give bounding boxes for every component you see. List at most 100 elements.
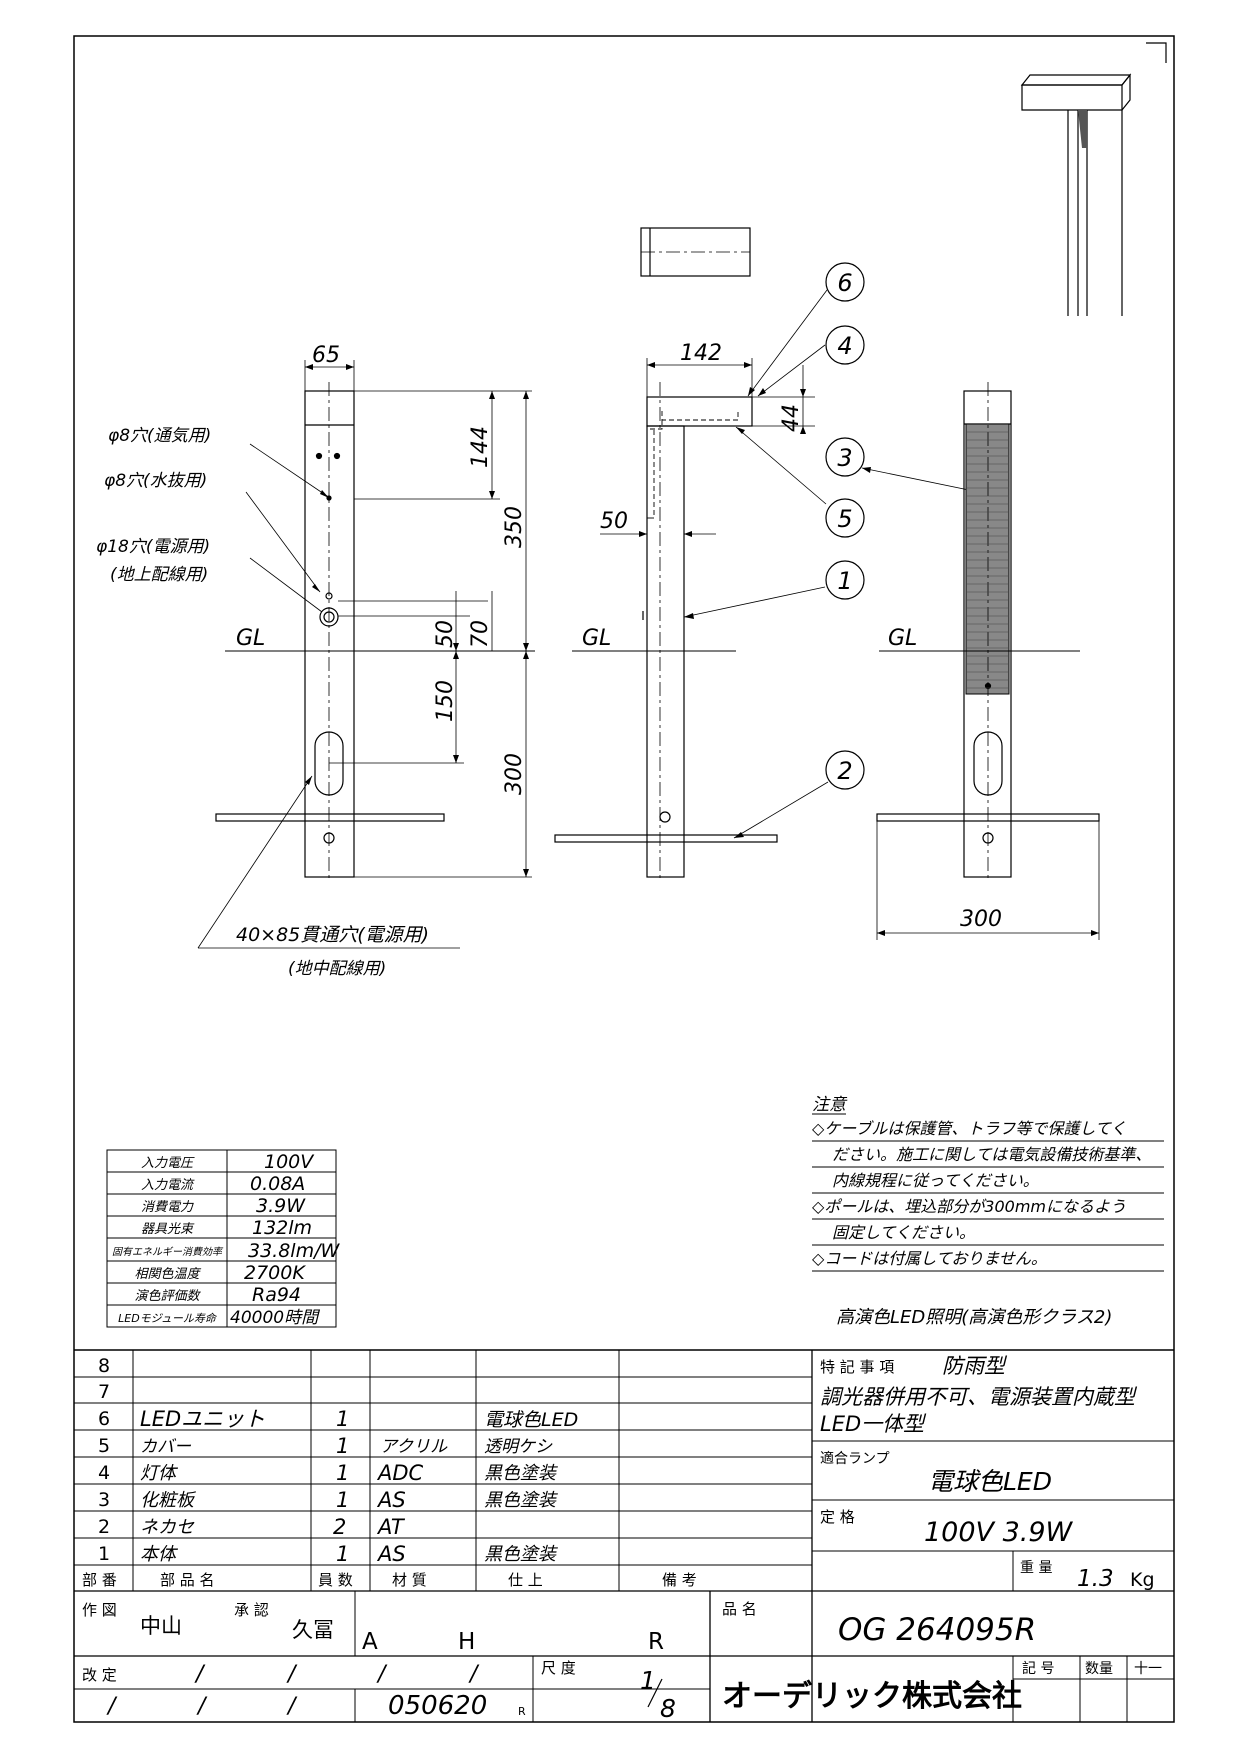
drawn-name: 中山 [140, 1614, 182, 1638]
approved-label: 承 認 [234, 1601, 269, 1619]
spec-value-1: 0.08A [250, 1173, 305, 1195]
notes-line-1: ださい。施工に関しては電気設備技術基準、 [832, 1145, 1151, 1164]
lamp-label: 適合ランプ [820, 1450, 890, 1467]
code-a: A [362, 1629, 378, 1655]
notes-line-4: 固定してください。 [832, 1223, 975, 1242]
drawing-date: 050620 [388, 1691, 487, 1721]
spec-value-6: Ra94 [252, 1284, 301, 1306]
drawn-label: 作 図 [82, 1601, 117, 1619]
dim-300-rear: 300 [960, 907, 1002, 932]
spec-label-4: 固有エネルギー消費効率 [112, 1246, 224, 1258]
callout-vent-hole: φ8穴(通気用) [108, 426, 211, 446]
gl-label-side: GL [582, 626, 611, 651]
dim-300: 300 [502, 753, 527, 795]
part-name-4: 灯体 [140, 1463, 179, 1484]
rear-slot [973, 731, 1003, 796]
part-material-4: ADC [376, 1461, 424, 1485]
part-qty-4: 1 [336, 1461, 349, 1485]
product-label: 品 名 [722, 1600, 757, 1618]
dim-44: 44 [779, 404, 804, 432]
spec-label-1: 入力電流 [141, 1178, 195, 1193]
part-no-1: 7 [98, 1381, 110, 1403]
part-no-0: 8 [98, 1355, 110, 1377]
part-finish-5: 黒色塗装 [484, 1490, 558, 1511]
scale-label: 尺 度 [541, 1659, 576, 1677]
part-qty-5: 1 [336, 1488, 349, 1512]
balloon-2: 2 [837, 757, 852, 785]
part-qty-2: 1 [336, 1407, 349, 1431]
spec-value-0: 100V [264, 1151, 315, 1173]
weight-label: 重 量 [1020, 1560, 1052, 1576]
spec-label-3: 器具光束 [141, 1222, 195, 1237]
callout-drain-hole: φ8穴(水抜用) [104, 471, 207, 491]
part-material-6: AT [376, 1515, 406, 1539]
balloon-3: 3 [837, 444, 852, 472]
part-material-7: AS [376, 1542, 406, 1566]
callout-slot: 40×85貫通穴(電源用) [236, 924, 429, 946]
sheet-border [73, 35, 1175, 1723]
side-view [554, 289, 994, 880]
notes-footer: 高演色LED照明(高演色形クラス2) [836, 1307, 1112, 1328]
approved-name: 久冨 [292, 1618, 334, 1642]
drawing-date-suffix: R [518, 1705, 526, 1718]
part-no-7: 1 [98, 1543, 110, 1565]
top-view [640, 227, 751, 277]
balloon-4: 4 [837, 332, 852, 360]
notes-line-3: ◇ポールは、埋込部分が300mmになるよう [812, 1197, 1126, 1216]
quantity-label: 数量 [1085, 1661, 1113, 1677]
spec-value-4: 33.8lm/W [248, 1240, 340, 1262]
lamp-value: 電球色LED [928, 1467, 1052, 1496]
callout-power-hole: φ18穴(電源用) [96, 537, 210, 557]
front-arrowheads [305, 364, 529, 877]
rear-arrowheads [877, 930, 1099, 936]
part-qty-7: 1 [336, 1542, 349, 1566]
balloons: 6 4 3 5 1 2 [825, 262, 865, 790]
spec-label-6: 演色評価数 [134, 1289, 201, 1304]
spec-label-7: LEDモジュール寿命 [118, 1312, 218, 1325]
scale-numerator: 1 [640, 1666, 656, 1695]
symbol-label: 記 号 [1022, 1660, 1054, 1677]
part-name-6: ネカセ [140, 1517, 195, 1538]
code-r: R [648, 1629, 664, 1655]
notes-title: 注意 [812, 1095, 848, 1115]
header-part-name: 部 品 名 [160, 1571, 215, 1589]
part-name-7: 本体 [140, 1544, 179, 1565]
front-dim-labels: 65 144 350 50 70 150 300 GL [236, 343, 527, 795]
product-number: OG 264095R [838, 1612, 1036, 1648]
rear-view [876, 382, 1100, 940]
part-no-6: 2 [98, 1516, 110, 1538]
rev-slash-1: / [194, 1662, 206, 1687]
gl-label-rear: GL [888, 626, 917, 651]
part-name-5: 化粧板 [140, 1490, 197, 1511]
info-block [812, 1440, 1174, 1591]
rev-slash-2: / [286, 1662, 298, 1687]
scale-denominator: 8 [660, 1694, 676, 1723]
rev-slash-4: / [468, 1662, 480, 1687]
code-h: H [458, 1629, 475, 1655]
balloon-5: 5 [837, 505, 852, 533]
rev-slash-7: / [286, 1694, 298, 1719]
features-line3: LED一体型 [820, 1412, 927, 1436]
side-arrowheads [639, 362, 871, 838]
features-line2: 調光器併用不可、電源装置内蔵型 [820, 1385, 1138, 1409]
front-anchor-bar [215, 813, 445, 822]
part-no-2: 6 [98, 1408, 110, 1430]
weight-unit: Kg [1130, 1569, 1155, 1591]
parts-table-text: 8 7 6 LEDユニット 1 電球色LED 5 カバー 1 アクリル 透明ケシ… [82, 1355, 697, 1589]
features-line1: 防雨型 [942, 1354, 1008, 1378]
part-no-3: 5 [98, 1435, 110, 1457]
side-anchor-bar [554, 834, 778, 843]
part-qty-6: 2 [333, 1515, 346, 1539]
revision-label: 改 定 [82, 1666, 117, 1684]
rev-slash-5: / [106, 1694, 118, 1719]
spec-value-2: 3.9W [256, 1195, 306, 1217]
corner-mark [1146, 42, 1167, 63]
dim-150: 150 [433, 680, 458, 722]
perspective-sketch [1020, 73, 1132, 316]
side-dim-labels: 142 44 50 GL [582, 341, 804, 651]
notes-line-5: ◇コードは付属しておりません。 [812, 1249, 1047, 1268]
spec-value-7: 40000時間 [230, 1308, 320, 1328]
part-finish-4: 黒色塗装 [484, 1463, 558, 1484]
balloon-6: 6 [837, 269, 852, 297]
